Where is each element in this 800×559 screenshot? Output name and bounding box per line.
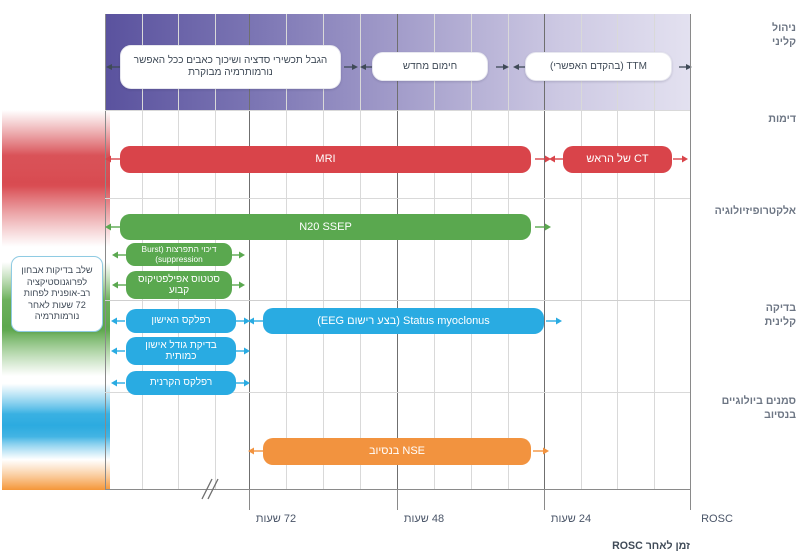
axis-ticklabel-72h: 72 שעות [255, 513, 297, 525]
axis-ticklabel-48h: 48 שעות [403, 513, 445, 525]
bar-sedation-analgesia-label: הגבל תכשירי סדציה ושיכוך כאבים ככל האפשר… [133, 55, 328, 78]
bar-burst-suppression[interactable]: דיכוי התפרצות (Burst suppression) [126, 243, 232, 266]
prognostication-note-text: שלב בדיקות אבחון לפרוגנוסטיקציה רב-אופני… [21, 265, 93, 322]
quantitative-pupil-arrows [111, 347, 250, 355]
burst-suppression-arrows [112, 251, 245, 259]
status-epilepticus-arrows [112, 281, 245, 289]
axis-ticklabel-rosc: ROSC [701, 513, 733, 525]
bar-n20-ssep-label: N20 SSEP [299, 220, 352, 233]
status-myoclonus-arrows [248, 317, 562, 325]
category-label-clinical-management: ניהול קליני [704, 22, 796, 49]
axis-tick-24h [544, 489, 545, 510]
category-label-clinical-exam-line1: בדיקה [765, 302, 796, 314]
category-label-biomarkers-line1: סמנים ביולוגיים [721, 395, 796, 407]
corneal-reflex-arrows [111, 379, 250, 387]
n20-ssep-arrows [105, 223, 551, 231]
mri-arrows [105, 155, 551, 163]
bar-status-myoclonus[interactable]: Status myoclonus (בצע רישום EEG) [263, 308, 544, 334]
rewarming-arrows [360, 64, 509, 70]
row-separator-imaging [105, 110, 690, 111]
axis-ticklabel-24h: 24 שעות [550, 513, 592, 525]
ttm-arrows [513, 64, 692, 70]
bar-pupillary-reflex[interactable]: רפלקס האישון [126, 309, 236, 333]
bar-mri-label: MRI [315, 153, 336, 166]
category-label-clinical-exam-line2: קלינית [764, 315, 796, 328]
axis-tick-rosc [690, 489, 691, 510]
bar-status-epilepticus[interactable]: סטטוס אפילפטיקוס קבוע [126, 271, 232, 299]
category-label-biomarkers: סמנים ביולוגיים בנסיוב [704, 395, 796, 422]
time-axis-line [105, 489, 691, 490]
row-separator-electro [105, 198, 690, 199]
pupillary-reflex-arrows [111, 317, 250, 325]
bar-n20-ssep[interactable]: N20 SSEP [120, 214, 531, 240]
axis-tick-72h [249, 489, 250, 510]
category-label-biomarkers-line2: בנסיוב [764, 408, 796, 421]
row-separator-clinical [105, 300, 690, 301]
bar-status-myoclonus-label: Status myoclonus (בצע רישום EEG) [317, 314, 490, 327]
category-label-imaging: דימות [704, 113, 796, 127]
sedation-arrows [106, 64, 358, 70]
bar-ttm-label: TTM (בהקדם האפשרי) [550, 60, 647, 72]
bar-nse-serum-label: NSE בנסיוב [368, 445, 426, 458]
axis-title: זמן לאחר ROSC [612, 540, 690, 552]
bar-nse-serum[interactable]: NSE בנסיוב [263, 438, 531, 465]
nse-arrows [248, 447, 549, 455]
bar-head-ct[interactable]: CT של הראש [563, 146, 672, 173]
bar-sedation-analgesia[interactable]: הגבל תכשירי סדציה ושיכוך כאבים ככל האפשר… [120, 45, 341, 89]
bar-rewarming[interactable]: חימום מחדש [372, 52, 488, 81]
category-label-clinical-management-line1: ניהול [772, 22, 796, 34]
bar-ttm[interactable]: TTM (בהקדם האפשרי) [525, 52, 672, 81]
bar-quantitative-pupil[interactable]: בדיקת גודל אישון כמותית [126, 337, 236, 365]
category-label-imaging-line1: דימות [768, 113, 796, 125]
head-ct-arrows [549, 155, 688, 163]
bar-burst-suppression-label: דיכוי התפרצות (Burst suppression) [141, 243, 217, 264]
category-label-electrophysiology: אלקטרופיזיולוגיה [696, 205, 796, 219]
bar-status-epilepticus-label: סטטוס אפילפטיקוס קבוע [138, 273, 220, 297]
prognostication-note-box: שלב בדיקות אבחון לפרוגנוסטיקציה רב-אופני… [11, 256, 103, 332]
plot-right-edge [690, 14, 691, 489]
bar-head-ct-label: CT של הראש [586, 153, 649, 166]
bar-corneal-reflex[interactable]: רפלקס הקרנית [126, 371, 236, 395]
bar-mri[interactable]: MRI [120, 146, 531, 173]
bar-rewarming-label: חימום מחדש [402, 60, 458, 72]
bar-corneal-reflex-label: רפלקס הקרנית [149, 376, 213, 388]
axis-tick-48h [397, 489, 398, 510]
bar-pupillary-reflex-label: רפלקס האישון [151, 314, 211, 326]
axis-break-mark [201, 478, 219, 500]
bar-quantitative-pupil-label: בדיקת גודל אישון כמותית [145, 339, 217, 363]
row-separator-biomarkers [105, 392, 690, 393]
category-label-electrophysiology-line1: אלקטרופיזיולוגיה [714, 205, 796, 217]
category-label-clinical-management-line2: קליני [772, 35, 796, 48]
category-label-clinical-exam: בדיקה קלינית [704, 302, 796, 329]
